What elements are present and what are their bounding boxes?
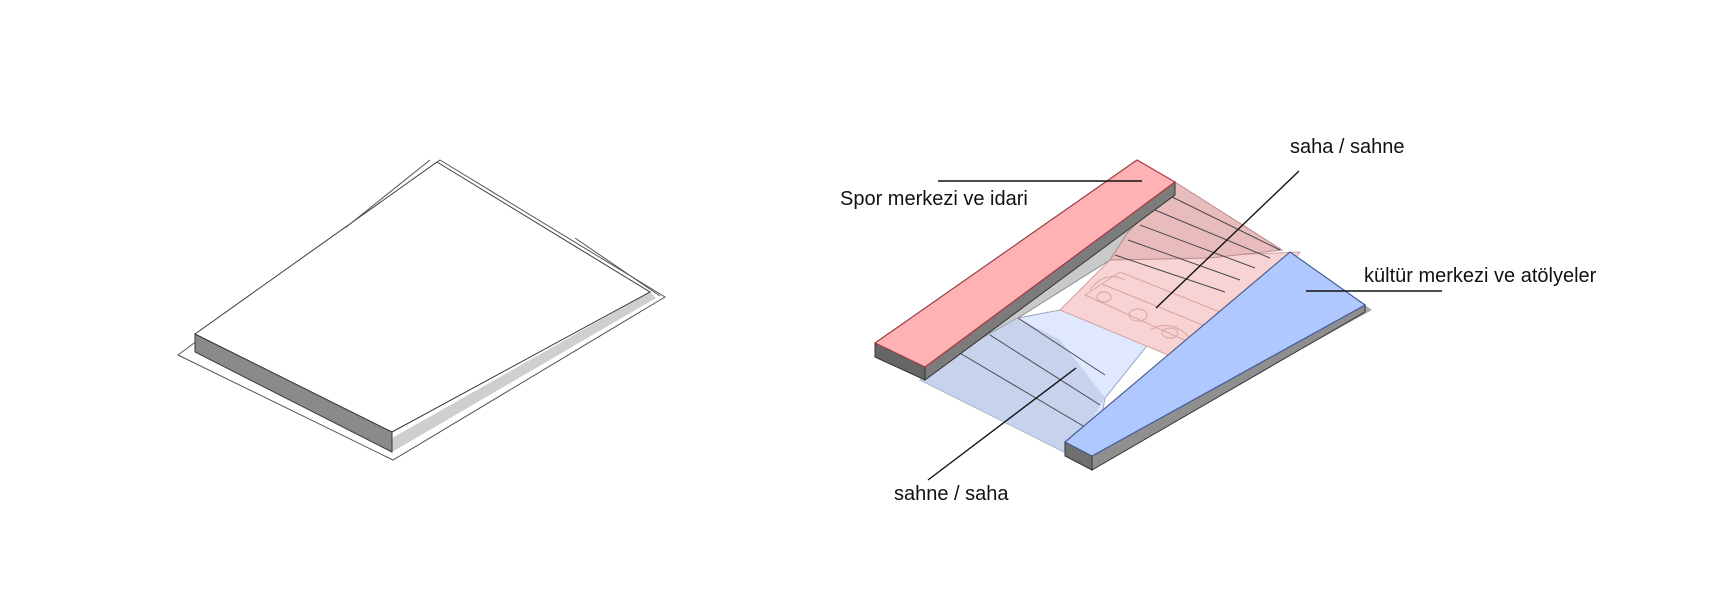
court-center-circle — [1128, 308, 1148, 322]
spor-label: Spor merkezi ve idari — [840, 188, 1028, 210]
court-center-line — [1101, 283, 1216, 331]
blank-site-slab — [177, 159, 666, 461]
tribune-row-line — [1154, 209, 1271, 259]
tribune-row-line — [1114, 254, 1226, 293]
court-key-left — [1089, 276, 1126, 291]
sahne-row-line — [989, 334, 1101, 406]
court-key-right — [1149, 325, 1191, 339]
tribune-row-line — [1127, 239, 1241, 281]
tribune-row-line — [1167, 194, 1281, 251]
annotations: Spor merkezi ve idari saha / sahne kültü… — [840, 136, 1597, 505]
sahne-seating-rows[interactable] — [920, 318, 1105, 455]
kultur-block[interactable] — [1063, 251, 1367, 457]
tribune-row-line — [1139, 224, 1256, 269]
sahne-row-line — [957, 351, 1091, 431]
sahne-saha-leader — [927, 367, 1077, 481]
sahne-saha-label: sahne / saha — [894, 483, 1009, 505]
court-hoop-right — [1161, 327, 1179, 339]
program-axonometric — [873, 159, 1372, 471]
court-hoop-left — [1096, 291, 1112, 303]
spor-block[interactable] — [873, 159, 1177, 368]
saha-sahne-label: saha / sahne — [1290, 136, 1405, 158]
saha-sahne-leader — [1155, 170, 1300, 309]
slab-edge-fragment — [344, 159, 431, 229]
slab-top-face — [194, 161, 652, 433]
slab-edge-fragment — [574, 237, 661, 297]
kultur-label: kültür merkezi ve atölyeler — [1364, 265, 1597, 287]
sahne-row-line — [1017, 317, 1106, 376]
slab-right-shadow — [392, 292, 656, 452]
